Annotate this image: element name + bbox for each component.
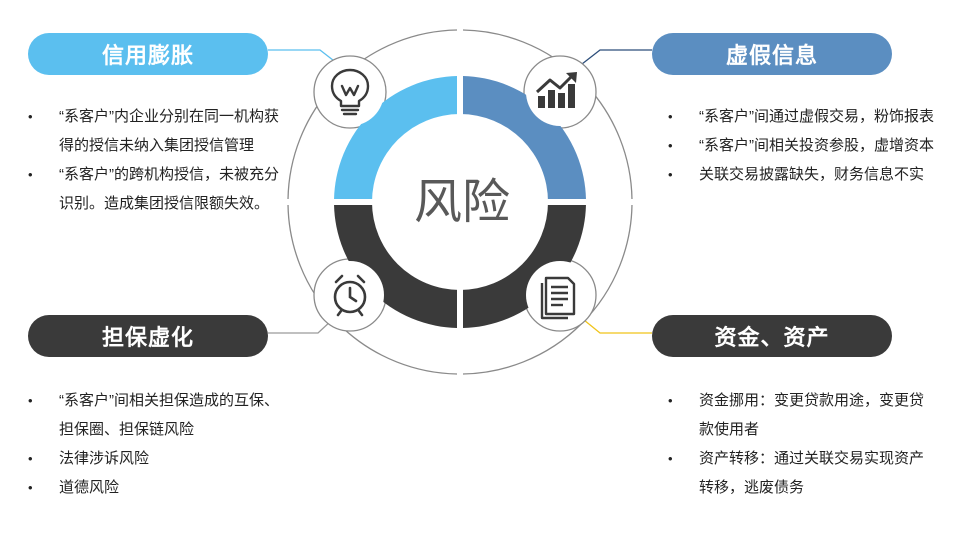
bullet-list-guarantee-weakening: “系客户”间相关担保造成的互保、担保圈、担保链风险 法律涉诉风险 道德风险 — [28, 386, 290, 502]
lightbulb-icon — [330, 68, 370, 116]
list-item: “系客户”间相关担保造成的互保、担保圈、担保链风险 — [28, 386, 290, 444]
title-guarantee-weakening: 担保虚化 — [101, 325, 194, 350]
list-item: 法律涉诉风险 — [28, 444, 290, 473]
bullet-list-false-information: “系客户”间通过虚假交易，粉饰报表 “系客户”间相关投资参股，虚增资本 关联交易… — [668, 102, 950, 189]
bullet-list-funds-assets: 资金挪用：变更贷款用途，变更贷款使用者 资产转移：通过关联交易实现资产转移，逃废… — [668, 386, 936, 502]
title-pill-funds-assets: 资金、资产 — [652, 315, 892, 357]
title-false-information: 虚假信息 — [725, 43, 818, 68]
list-item: 道德风险 — [28, 473, 290, 502]
icon-bubble-top-left — [316, 58, 384, 126]
list-item: “系客户”间相关投资参股，虚增资本 — [668, 131, 950, 160]
bullet-list-credit-expansion: “系客户”内企业分别在同一机构获得的授信未纳入集团授信管理 “系客户”的跨机构授… — [28, 102, 290, 218]
list-item: “系客户”的跨机构授信，未被充分识别。造成集团授信限额失效。 — [28, 160, 290, 218]
list-item: 关联交易披露缺失，财务信息不实 — [668, 160, 950, 189]
list-item: “系客户”内企业分别在同一机构获得的授信未纳入集团授信管理 — [28, 102, 290, 160]
connector-line-bottom-left — [268, 319, 333, 334]
center-label: 风险 — [414, 176, 510, 229]
connector-line-top-left — [268, 49, 339, 65]
title-pill-false-information: 虚假信息 — [652, 33, 892, 75]
alarm-clock-icon — [333, 274, 367, 317]
icon-bubble-top-right — [526, 58, 594, 126]
title-credit-expansion: 信用膨胀 — [101, 43, 194, 68]
document-icon — [540, 276, 576, 320]
title-pill-credit-expansion: 信用膨胀 — [28, 33, 268, 75]
connector-line-top-right — [581, 49, 652, 65]
connector-line-bottom-right — [583, 319, 652, 334]
list-item: 资产转移：通过关联交易实现资产转移，逃废债务 — [668, 444, 936, 502]
list-item: 资金挪用：变更贷款用途，变更贷款使用者 — [668, 386, 936, 444]
center-circle — [372, 114, 548, 290]
growth-chart-icon — [535, 72, 577, 108]
title-pill-guarantee-weakening: 担保虚化 — [28, 315, 268, 357]
list-item: “系客户”间通过虚假交易，粉饰报表 — [668, 102, 950, 131]
title-funds-assets: 资金、资产 — [714, 325, 830, 350]
